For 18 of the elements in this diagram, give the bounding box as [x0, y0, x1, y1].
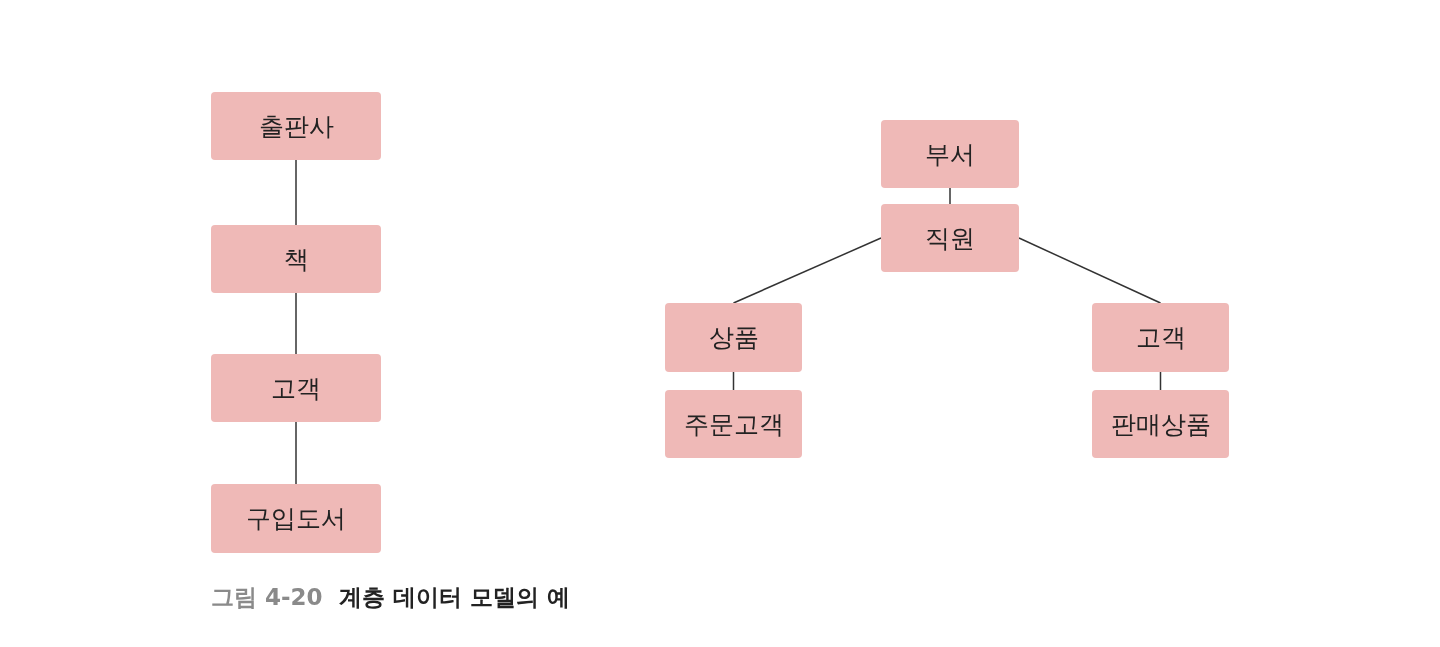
entity-box: 직원 — [881, 204, 1019, 272]
figure-caption: 계층 데이터 모델의 예 — [339, 583, 571, 612]
connector-line — [295, 421, 297, 485]
figure-number: 그림 4-20 — [211, 583, 323, 612]
entity-box: 책 — [211, 225, 381, 293]
entity-box: 부서 — [881, 120, 1019, 188]
entity-box: 고객 — [211, 354, 381, 422]
connector-line — [295, 159, 297, 226]
entity-box: 출판사 — [211, 92, 381, 160]
entity-box: 판매상품 — [1092, 390, 1229, 458]
entity-box: 고객 — [1092, 303, 1229, 372]
entity-box: 상품 — [665, 303, 802, 372]
connector-line — [732, 237, 882, 304]
connector-line — [949, 187, 951, 205]
entity-box: 구입도서 — [211, 484, 381, 553]
connector-line — [1018, 237, 1162, 304]
entity-box: 주문고객 — [665, 390, 802, 458]
connector-line — [295, 292, 297, 355]
